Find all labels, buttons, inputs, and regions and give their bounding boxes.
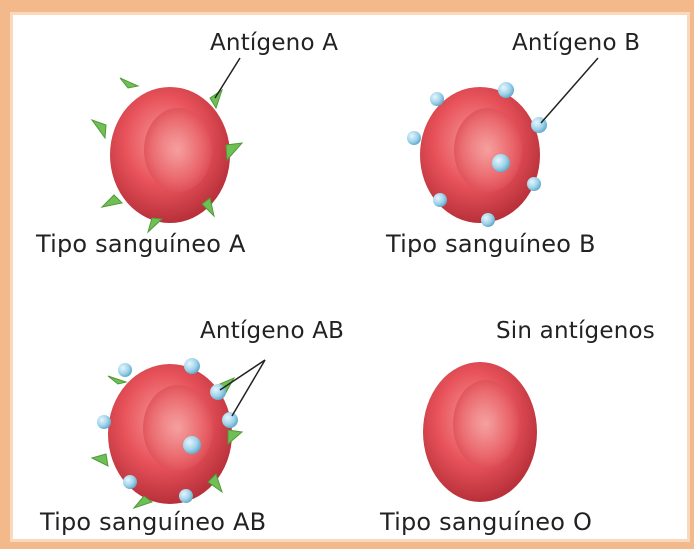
blood-type-o-label: Tipo sanguíneo O — [380, 508, 592, 536]
no-antigens-label: Sin antígenos — [496, 318, 655, 344]
blood-type-ab-label: Tipo sanguíneo AB — [40, 508, 266, 536]
cell-type-a — [92, 58, 242, 232]
antigen-b-label: Antígeno B — [512, 30, 640, 56]
blood-type-b-label: Tipo sanguíneo B — [386, 230, 596, 258]
cell-type-o — [423, 362, 537, 502]
cell-center — [454, 108, 522, 192]
antigen-a-label: Antígeno A — [210, 30, 338, 56]
cell-center — [143, 385, 213, 471]
diagram-canvas — [10, 12, 690, 542]
blood-type-a-label: Tipo sanguíneo A — [36, 230, 246, 258]
antigen-ab-pointer-2 — [232, 360, 265, 416]
cell-type-ab — [92, 358, 265, 508]
antigen-a-pointer — [215, 58, 240, 98]
antigen-b-pointer — [541, 58, 598, 123]
cell-type-b — [407, 58, 598, 227]
diagram-panel: Antígeno A Antígeno B Antígeno AB Sin an… — [10, 12, 690, 542]
antigen-ab-label: Antígeno AB — [200, 318, 344, 344]
antigen-ab-pointer-1 — [220, 360, 265, 390]
cell-center — [144, 108, 212, 192]
cell-center — [453, 380, 519, 468]
